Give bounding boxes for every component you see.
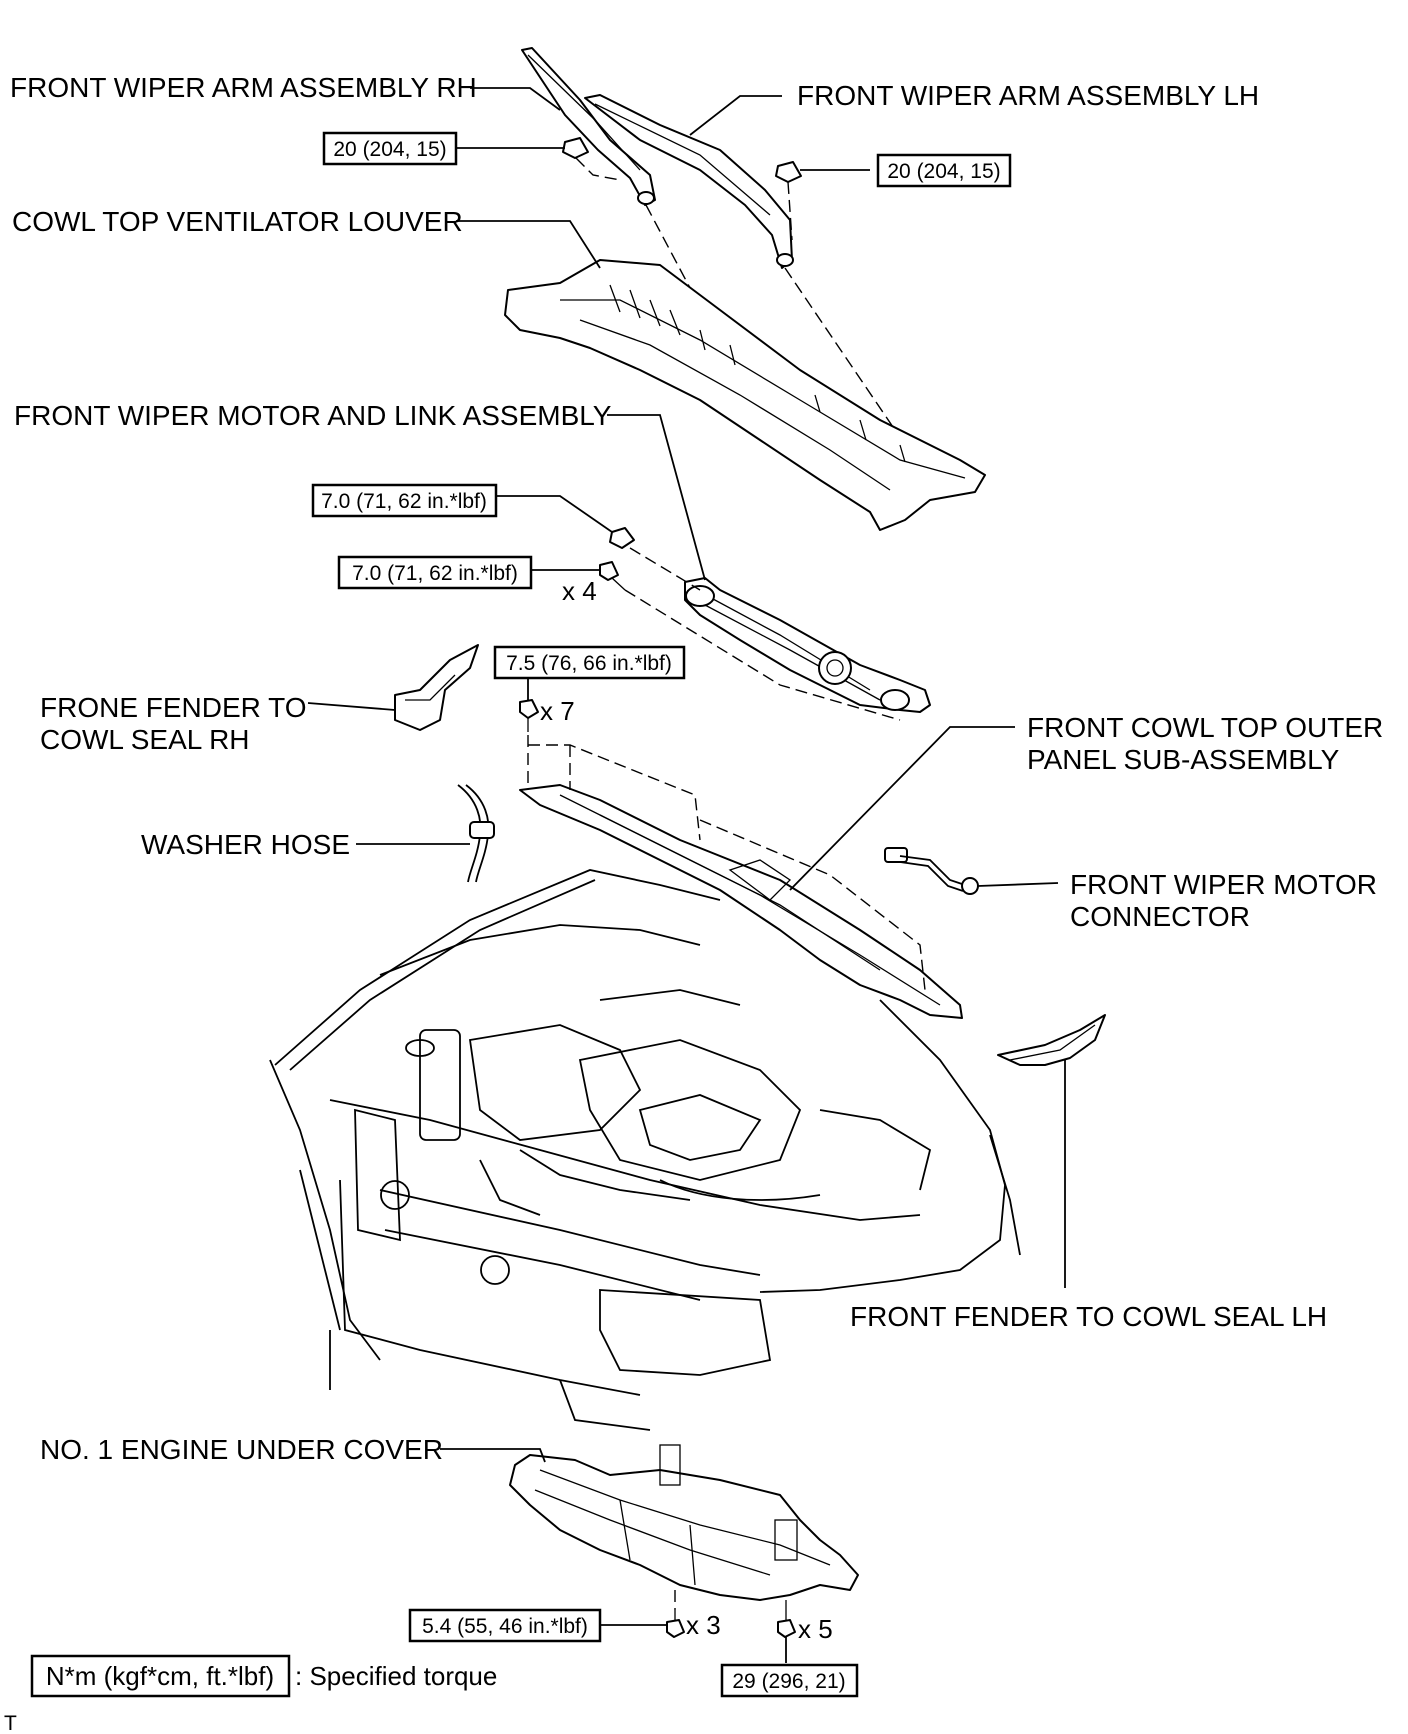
svg-text:7.5 (76, 66 in.*lbf): 7.5 (76, 66 in.*lbf) — [506, 652, 672, 675]
leader-arm-rh — [470, 87, 561, 111]
vehicle-engine-bay — [269, 869, 1021, 1431]
legend-unit: N*m (kgf*cm, ft.*lbf) — [46, 1661, 274, 1691]
legend: N*m (kgf*cm, ft.*lbf) : Specified torque — [30, 1654, 497, 1698]
svg-text:5.4 (55, 46 in.*lbf): 5.4 (55, 46 in.*lbf) — [422, 1615, 588, 1638]
label-seal-rh-2: COWL SEAL RH — [40, 724, 250, 755]
wiper-arm-rh — [521, 47, 656, 206]
torque-cover-bolt-b: 29 (296, 21) — [720, 1663, 859, 1698]
arm-rh-nut — [562, 137, 589, 159]
wiper-motor-and-link-assembly — [684, 577, 931, 713]
leader-motor — [607, 414, 706, 581]
svg-text:29 (296, 21): 29 (296, 21) — [732, 1670, 845, 1693]
panel-bolt — [519, 699, 539, 732]
torque-motor-nut: 7.0 (71, 62 in.*lbf) — [311, 483, 498, 518]
leader-louver — [456, 220, 601, 269]
front-cowl-top-outer-panel — [519, 784, 963, 1019]
label-motor-link: FRONT WIPER MOTOR AND LINK ASSEMBLY — [14, 400, 612, 431]
washer-hose — [457, 784, 495, 883]
qty-cover-bolt-b: x 5 — [798, 1614, 833, 1644]
arm-lh-nut — [775, 161, 802, 183]
qty-panel-bolt: x 7 — [540, 696, 575, 726]
leader-under-cover — [440, 1448, 546, 1463]
motor-nut — [609, 527, 635, 549]
cover-bolt-b — [777, 1600, 796, 1638]
label-cowl-panel-2: PANEL SUB-ASSEMBLY — [1027, 744, 1340, 775]
torque-motor-bolt: 7.0 (71, 62 in.*lbf) — [337, 555, 533, 590]
leader-motor-nut — [492, 495, 613, 533]
leader-cowl-panel — [789, 726, 1015, 891]
wiper-motor-connector — [884, 847, 979, 895]
motor-bolt — [599, 561, 626, 591]
legend-description: : Specified torque — [295, 1661, 497, 1691]
label-connector-1: FRONT WIPER MOTOR — [1070, 869, 1377, 900]
label-wiper-arm-lh: FRONT WIPER ARM ASSEMBLY LH — [797, 80, 1259, 111]
engine-under-cover — [509, 1444, 859, 1601]
label-seal-lh: FRONT FENDER TO COWL SEAL LH — [850, 1301, 1327, 1332]
label-seal-rh-1: FRONE FENDER TO — [40, 692, 307, 723]
label-under-cover: NO. 1 ENGINE UNDER COVER — [40, 1434, 443, 1465]
torque-arm-rh: 20 (204, 15) — [322, 131, 458, 166]
leader-connector — [977, 882, 1059, 887]
label-connector-2: CONNECTOR — [1070, 901, 1250, 932]
qty-cover-bolt-a: x 3 — [686, 1610, 721, 1640]
cowl-top-ventilator-louver — [504, 259, 986, 531]
leader-arm-lh — [689, 95, 782, 136]
svg-text:20 (204, 15): 20 (204, 15) — [887, 160, 1000, 183]
svg-text:7.0 (71, 62 in.*lbf): 7.0 (71, 62 in.*lbf) — [321, 490, 487, 513]
label-wiper-arm-rh: FRONT WIPER ARM ASSEMBLY RH — [10, 72, 477, 103]
fender-to-cowl-seal-rh — [394, 644, 479, 731]
label-washer-hose: WASHER HOSE — [141, 829, 350, 860]
torque-cover-bolt-a: 5.4 (55, 46 in.*lbf) — [408, 1608, 602, 1643]
wiper-arm-lh — [584, 94, 794, 269]
label-cowl-louver: COWL TOP VENTILATOR LOUVER — [12, 206, 463, 237]
leader-seal-rh — [307, 702, 396, 711]
qty-motor-bolt: x 4 — [562, 576, 597, 606]
cover-bolt-a — [666, 1610, 685, 1638]
svg-text:7.0 (71, 62 in.*lbf): 7.0 (71, 62 in.*lbf) — [352, 562, 518, 585]
fender-to-cowl-seal-lh — [997, 1014, 1106, 1066]
torque-panel-bolt: 7.5 (76, 66 in.*lbf) — [493, 645, 686, 680]
corner-mark: T — [4, 1712, 17, 1734]
torque-arm-lh: 20 (204, 15) — [876, 153, 1012, 188]
label-cowl-panel-1: FRONT COWL TOP OUTER — [1027, 712, 1383, 743]
svg-text:20 (204, 15): 20 (204, 15) — [333, 138, 446, 161]
